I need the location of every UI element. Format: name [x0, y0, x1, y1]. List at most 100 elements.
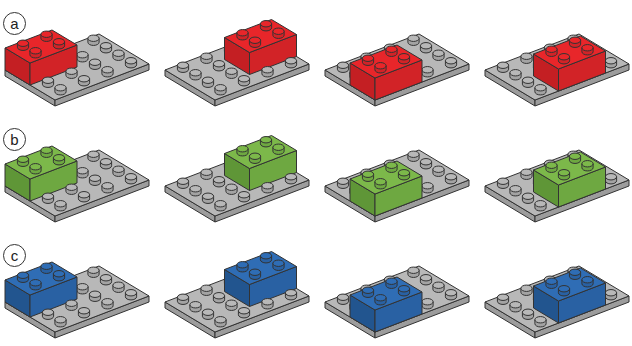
brick-top	[534, 152, 606, 185]
plate-stud	[285, 174, 296, 180]
brick-stud	[375, 295, 386, 301]
brick-top	[5, 262, 77, 295]
brick-stud	[237, 30, 248, 36]
plate-stud	[42, 77, 53, 83]
plate-stud	[522, 193, 533, 199]
plate-stud	[190, 70, 201, 76]
plate-stud	[422, 183, 433, 189]
plate-top	[325, 266, 469, 332]
brick-stud	[249, 37, 260, 43]
brick-top	[534, 268, 606, 301]
plate-stud	[202, 77, 213, 83]
brick-top	[225, 20, 297, 53]
brick-stud	[273, 260, 284, 266]
plate-stud	[88, 151, 99, 157]
plate-stud	[285, 58, 296, 64]
plate-stud	[113, 50, 124, 56]
plate-stud	[125, 58, 136, 64]
plate-stud	[238, 192, 249, 198]
brick-stud	[17, 40, 28, 46]
plate-stud	[510, 70, 521, 76]
plate-stud	[433, 282, 444, 288]
plate-stud	[497, 178, 508, 184]
plate-stud	[605, 174, 616, 180]
plate-stud	[66, 184, 77, 190]
plate-stud	[337, 178, 348, 184]
brick-stud	[53, 155, 64, 161]
plate-stud	[510, 302, 521, 308]
brick-stud	[386, 46, 397, 52]
plate-stud	[201, 285, 212, 291]
plate-stud	[42, 309, 53, 315]
plate-stud	[535, 85, 546, 91]
brick-stud	[582, 45, 593, 51]
plate-top	[5, 150, 149, 216]
plate-stud	[535, 317, 546, 323]
brick-stud	[582, 277, 593, 283]
brick-stud	[386, 162, 397, 168]
plate-stud	[102, 299, 113, 305]
plate-stud	[420, 43, 431, 49]
plate-stud	[100, 275, 111, 281]
brick-stud	[569, 153, 580, 159]
brick-top	[350, 45, 422, 78]
plate-stud	[262, 67, 273, 73]
plate-stud	[100, 159, 111, 165]
plate-stud	[77, 168, 88, 174]
plate-stud	[125, 290, 136, 296]
brick-stud	[558, 286, 569, 292]
brick-stud	[260, 253, 271, 259]
plate-top	[485, 266, 629, 332]
plate-stud	[262, 183, 273, 189]
row-letter: c	[11, 248, 19, 263]
plate-stud	[521, 53, 532, 59]
brick-stud	[53, 271, 64, 277]
plate-stud	[420, 275, 431, 281]
brick-stud	[17, 156, 28, 162]
brick-stud	[53, 39, 64, 45]
brick-stud	[546, 46, 557, 52]
plate-stud	[422, 67, 433, 73]
brick-stud	[249, 269, 260, 275]
brick-stud	[362, 55, 373, 61]
plate-stud	[605, 58, 616, 64]
brick-top	[350, 277, 422, 310]
plate-stud	[215, 201, 226, 207]
plate-stud	[445, 58, 456, 64]
plate-stud	[125, 174, 136, 180]
plate-stud	[88, 267, 99, 273]
brick-stud	[273, 28, 284, 34]
plate-stud	[262, 299, 273, 305]
plate-stud	[88, 35, 99, 41]
plate-stud	[55, 85, 66, 91]
brick-top	[225, 252, 297, 285]
brick-stud	[546, 278, 557, 284]
plate-stud	[238, 308, 249, 314]
plate-stud	[89, 175, 100, 181]
plate-stud	[215, 317, 226, 323]
plate-stud	[226, 68, 237, 74]
brick-stud	[546, 162, 557, 168]
plate-stud	[408, 35, 419, 41]
plate-stud	[66, 68, 77, 74]
plate-stud	[89, 59, 100, 65]
plate-stud	[113, 282, 124, 288]
brick-stud	[558, 54, 569, 60]
plate-stud	[213, 177, 224, 183]
plate-stud	[433, 50, 444, 56]
plate-stud	[238, 76, 249, 82]
plate-stud	[177, 178, 188, 184]
plate-stud	[102, 67, 113, 73]
plate-stud	[77, 52, 88, 58]
brick-stud	[582, 161, 593, 167]
plate-stud	[42, 193, 53, 199]
plate-stud	[102, 183, 113, 189]
brick-stud	[249, 153, 260, 159]
brick-stud	[30, 280, 41, 286]
plate-stud	[521, 285, 532, 291]
plate-stud	[78, 308, 89, 314]
brick-stud	[41, 147, 52, 153]
brick-top	[534, 36, 606, 69]
brick-stud	[30, 48, 41, 54]
